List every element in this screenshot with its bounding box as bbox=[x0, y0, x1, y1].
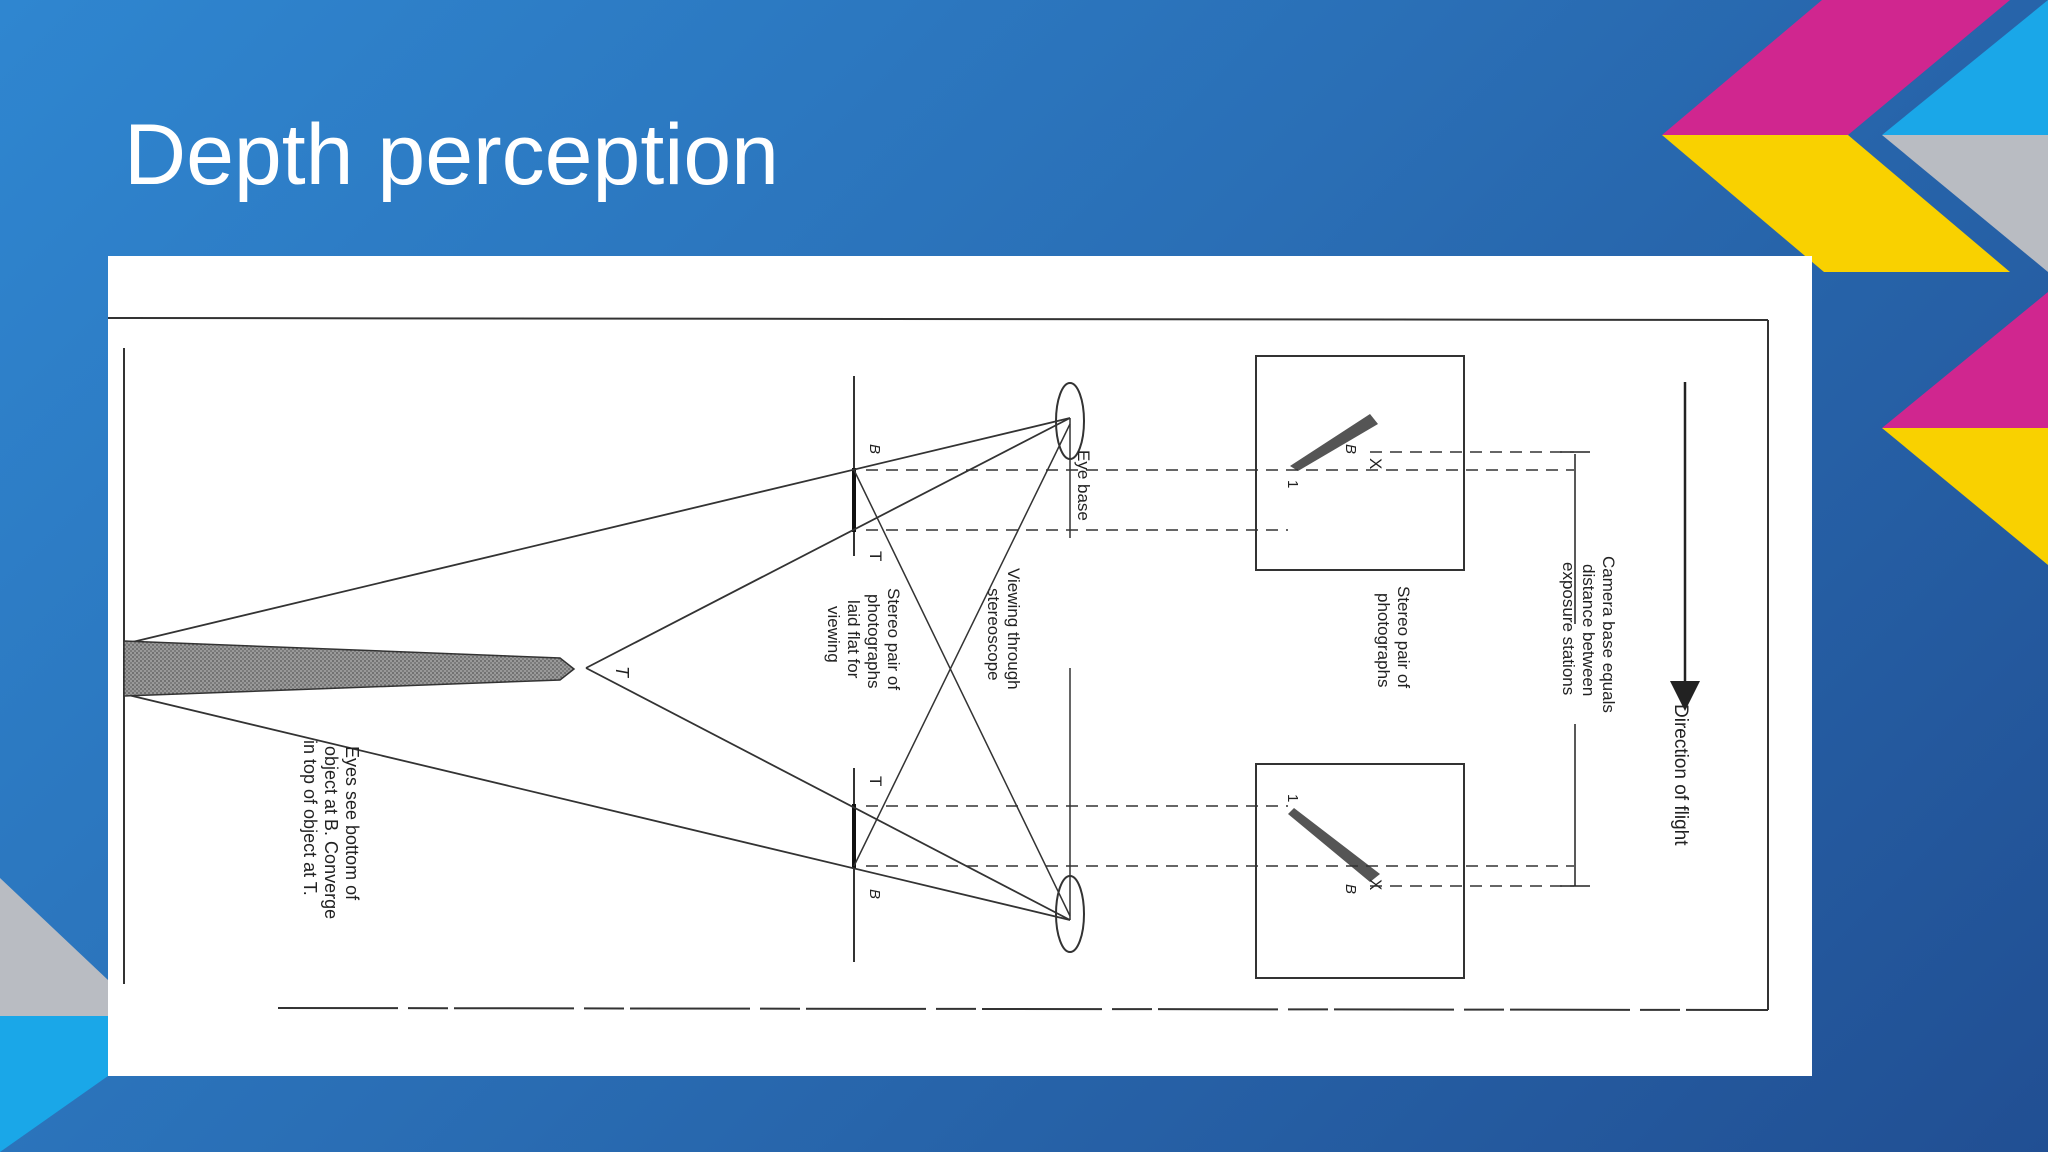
slide-title: Depth perception bbox=[124, 107, 779, 203]
camera-base-label-2: distance between bbox=[1579, 564, 1598, 696]
stereo-pair-photos-label-2: photographs bbox=[1374, 593, 1393, 688]
sight-line-left-to-b bbox=[123, 417, 1071, 645]
stereo-pair-photos-label-1: Stereo pair of bbox=[1394, 586, 1413, 688]
frame-bottom bbox=[277, 1007, 1769, 1011]
sight-line-right-to-b bbox=[123, 693, 1071, 921]
accent-magenta-mid bbox=[1882, 292, 2048, 428]
photo-one-left: 1 bbox=[1284, 480, 1301, 488]
sight-line-left-to-t bbox=[585, 417, 1071, 669]
sight-line-flat-b-right bbox=[853, 423, 1071, 867]
laid-flat-label-4: viewing bbox=[824, 606, 843, 663]
camera-base-label-1: Camera base equals bbox=[1599, 556, 1618, 713]
viewing-label-2: stereoscope bbox=[984, 588, 1003, 681]
accent-magenta-top bbox=[1662, 0, 2010, 135]
accent-yellow-top bbox=[1662, 135, 2010, 272]
flat-t-right: T bbox=[866, 776, 885, 786]
stereo-diagram-panel: Direction of flight Camera base equals d… bbox=[108, 256, 1812, 1076]
frame-top bbox=[108, 317, 1769, 321]
direction-of-flight-label: Direction of flight bbox=[1670, 704, 1691, 846]
accent-cyan-bottom-left bbox=[0, 1016, 108, 1152]
laid-flat-label-2: photographs bbox=[864, 594, 883, 689]
stereo-diagram: Direction of flight Camera base equals d… bbox=[108, 317, 1769, 1011]
flat-b-left: B bbox=[866, 444, 883, 454]
flat-t-left: T bbox=[866, 551, 885, 561]
camera-base-label-3: exposure stations bbox=[1559, 562, 1578, 695]
eye-base-label: Eye base bbox=[1074, 450, 1093, 521]
photo-object-left bbox=[1290, 414, 1378, 471]
sight-line-right-to-t bbox=[585, 667, 1071, 921]
photo-x-left: X bbox=[1366, 458, 1385, 469]
accent-gray-top bbox=[1882, 135, 2048, 272]
photo-frame-right bbox=[1255, 763, 1465, 979]
sight-line-flat-b-left bbox=[853, 469, 1071, 917]
eyes-see-label-3: in top of object at T. bbox=[300, 740, 320, 896]
eyes-see-label-2: object at B. Converge bbox=[321, 746, 341, 919]
photo-x-right: X bbox=[1366, 879, 1385, 890]
eyes-see-label-1: Eyes see bottom of bbox=[342, 746, 362, 901]
object-t-label: T bbox=[612, 666, 632, 679]
laid-flat-label-1: Stereo pair of bbox=[884, 588, 903, 690]
photo-one-right: 1 bbox=[1284, 794, 1301, 802]
photo-object-right bbox=[1288, 808, 1380, 882]
accent-cyan-top bbox=[1882, 0, 2048, 135]
photo-b-right: B bbox=[1342, 884, 1359, 894]
accent-yellow-mid bbox=[1882, 428, 2048, 565]
accent-gray-bottom-left bbox=[0, 878, 108, 1016]
photo-b-left: B bbox=[1342, 444, 1359, 454]
photo-frame-left bbox=[1255, 355, 1465, 571]
viewing-label-1: Viewing through bbox=[1004, 568, 1023, 690]
laid-flat-label-3: laid flat for bbox=[844, 600, 863, 679]
perceived-object bbox=[123, 640, 576, 697]
flat-b-right: B bbox=[866, 889, 883, 899]
